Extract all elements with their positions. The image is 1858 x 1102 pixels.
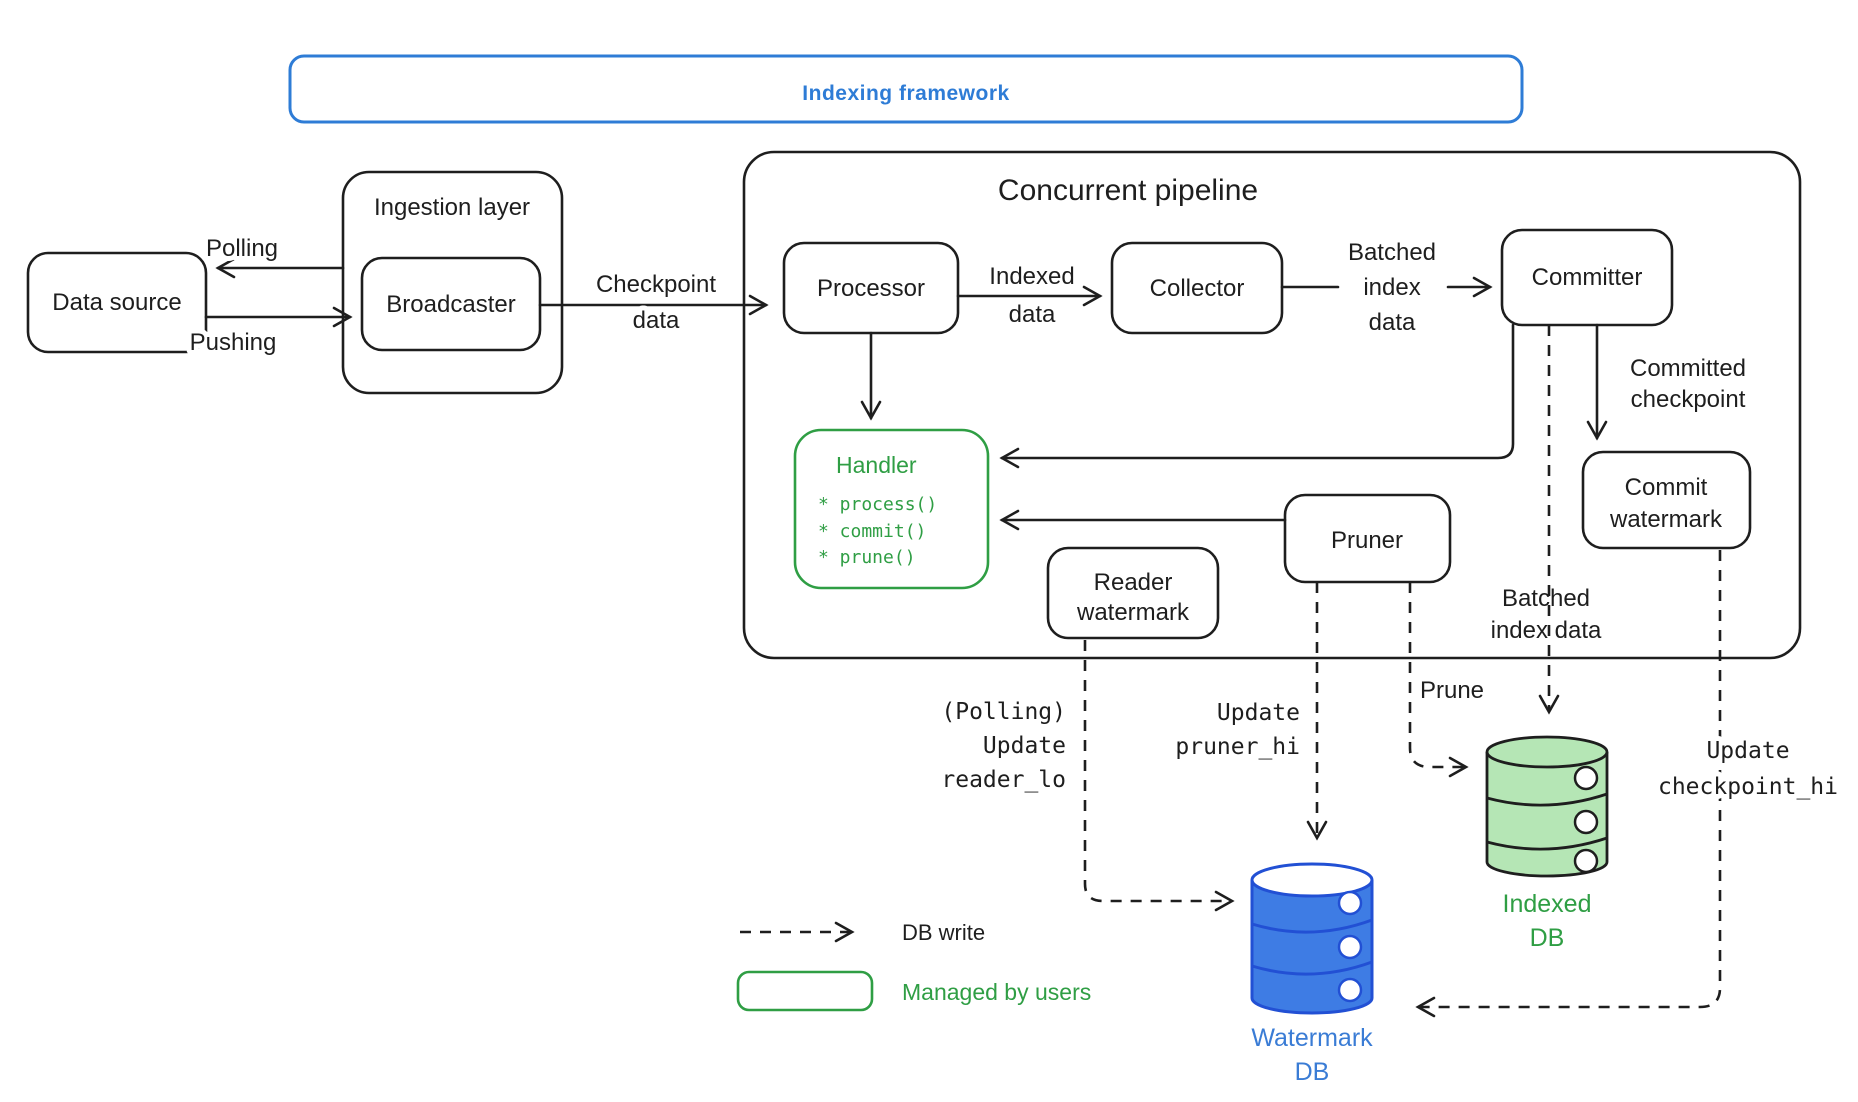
watermark-db-top [1250,862,1374,898]
committer-to-handler-arrow [999,323,1515,469]
indexed-data-label-2: data [1009,301,1056,328]
data-source-group: Data source [26,251,208,354]
update-pruner-hi-label-2: pruner_hi [1175,734,1300,760]
processor-label: Processor [817,275,925,302]
indexed-db-seam-1 [1486,792,1608,807]
indexed-db-top [1485,735,1609,769]
handler-box [793,428,990,590]
data-source-label: Data source [52,289,181,316]
watermark-db-dot-3 [1337,977,1363,1003]
handler-title: Handler [836,452,917,478]
reader-watermark-label-1: Reader [1094,569,1173,596]
batched-index-data-db-label-1: Batched [1502,585,1590,612]
collector-label: Collector [1150,275,1245,302]
checkpoint-data-label-1: Checkpoint [596,271,716,298]
watermark-db-label-2: DB [1295,1058,1330,1086]
update-reader-lo-arrow [1083,640,1235,912]
indexing-framework-container: Indexing framework [288,54,1524,124]
update-pruner-hi-label-1: Update [1217,700,1300,726]
pruner-label: Pruner [1331,527,1403,554]
update-reader-lo-label-2: Update [983,733,1066,759]
indexing-framework-box [288,54,1524,124]
handler-method-commit: * commit() [818,521,926,542]
committed-checkpoint-label-1: Committed [1630,355,1746,382]
update-reader-lo-label-1: (Polling) [941,699,1066,725]
handler-method-prune: * prune() [818,547,916,568]
ingestion-layer-group: Ingestion layer Broadcaster [341,170,564,395]
commit-watermark-box [1581,450,1752,550]
watermark-db-cylinder [1250,880,1374,1015]
indexed-db-dot-2 [1573,809,1599,835]
concurrent-pipeline-box [742,150,1802,660]
update-checkpoint-hi-arrow [1415,550,1722,1018]
batched-index-data-label-1: Batched [1348,239,1436,266]
broadcaster-label: Broadcaster [386,291,515,318]
ingestion-layer-label: Ingestion layer [374,194,530,221]
watermark-db-label-1: Watermark [1251,1024,1373,1052]
ingestion-layer-box [341,170,564,395]
handler-group: Handler * process() * commit() * prune() [793,428,990,590]
commit-watermark-label-2: watermark [1609,506,1723,533]
pruner-box [1283,493,1452,584]
batched-index-data-label-2: index [1363,274,1420,301]
handler-method-process: * process() [818,494,937,515]
watermark-db-dot-1 [1337,890,1363,916]
checkpoint-data-label-2: data [633,307,680,334]
committed-checkpoint-label-2: checkpoint [1631,386,1746,413]
concurrent-pipeline-title: Concurrent pipeline [998,174,1258,207]
indexed-db-seam-2 [1486,836,1608,851]
watermark-db-dot-2 [1337,934,1363,960]
committer-label: Committer [1532,264,1643,291]
indexed-db-label-1: Indexed [1503,890,1592,918]
indexing-framework-title: Indexing framework [802,82,1009,105]
batched-index-data-label-3: data [1369,309,1416,336]
polling-label: Polling [206,235,278,262]
data-source-box [26,251,208,354]
prune-label: Prune [1420,677,1484,704]
update-checkpoint-hi-label-1: Update [1706,738,1789,764]
indexed-data-label-1: Indexed [989,263,1074,290]
update-reader-lo-label-3: reader_lo [941,767,1066,793]
reader-watermark-label-2: watermark [1076,599,1190,626]
indexed-db-dot-1 [1573,765,1599,791]
legend-managed-label: Managed by users [902,979,1091,1005]
prune-arrow [1408,582,1469,778]
concurrent-pipeline-group: Concurrent pipeline Processor Collector … [742,150,1802,660]
pushing-label: Pushing [190,329,277,356]
indexed-db-dot-3 [1573,848,1599,874]
watermark-db-seam-2 [1251,960,1373,976]
batched-index-data-db-label-2: index data [1491,617,1602,644]
indexed-db-label-2: DB [1530,924,1565,952]
commit-watermark-label-1: Commit [1625,474,1708,501]
watermark-db-group: Watermark DB [1250,862,1374,1086]
legend-managed-box [736,970,874,1012]
reader-watermark-box [1046,546,1220,640]
committer-box [1500,228,1674,327]
legend-db-write-label: DB write [902,920,985,945]
watermark-db-seam-1 [1251,918,1373,934]
update-checkpoint-hi-label-2: checkpoint_hi [1658,774,1838,800]
indexed-db-group: Indexed DB [1485,735,1609,952]
legend: DB write Managed by users [736,920,1091,1012]
